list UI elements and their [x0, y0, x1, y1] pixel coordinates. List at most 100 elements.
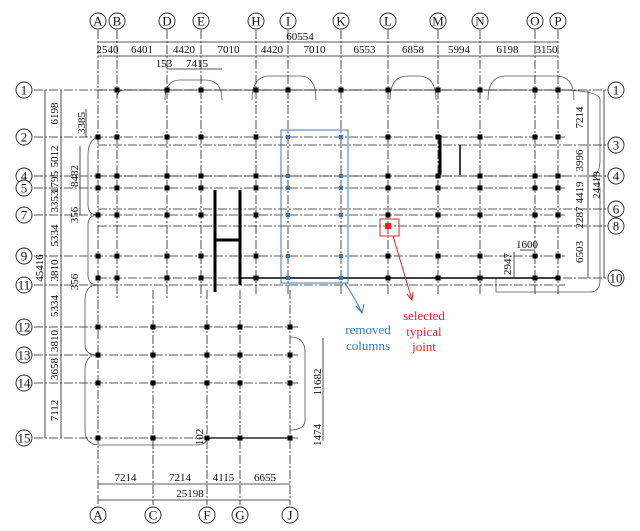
- column: [532, 212, 538, 218]
- top-segment-dim: 2540: [97, 44, 120, 56]
- column: [477, 212, 483, 218]
- column: [150, 352, 156, 358]
- selected-joint-label-3: joint: [411, 339, 436, 354]
- column: [237, 380, 243, 386]
- axis-bubble-top-P-label: P: [554, 14, 561, 29]
- column: [435, 134, 441, 140]
- removed-column: [286, 254, 290, 258]
- column: [204, 352, 210, 358]
- column: [150, 435, 156, 441]
- top-total-dim: 60554: [286, 31, 314, 43]
- axis-bubble-left-4-label: 4: [21, 169, 28, 184]
- column: [164, 253, 170, 259]
- top-segment-dim: 5994: [448, 44, 471, 56]
- axis-bubble-bottom-G-label: G: [235, 508, 244, 523]
- axis-bubble-right-4: 4: [607, 167, 625, 185]
- removed-column: [339, 276, 343, 280]
- axis-bubble-top-L-label: L: [384, 14, 392, 29]
- axis-bubble-top-O: O: [526, 12, 544, 30]
- axis-bubble-bottom-J-circle: [281, 506, 299, 524]
- column: [114, 134, 120, 140]
- removed-columns-label-2: columns: [346, 338, 390, 353]
- top-segment-dim: 7010: [218, 44, 241, 56]
- removed-columns-annotation: removed columns: [280, 129, 391, 353]
- right-segment-dim: 4419: [574, 181, 586, 204]
- column: [95, 212, 101, 218]
- column: [198, 87, 204, 93]
- column: [385, 185, 391, 191]
- column: [555, 275, 561, 281]
- axis-bubble-left-14-circle: [15, 374, 33, 392]
- axis-bubble-top-M: M: [429, 12, 447, 30]
- column: [198, 212, 204, 218]
- axis-bubble-left-15-circle: [15, 429, 33, 447]
- column: [435, 185, 441, 191]
- column: [253, 87, 259, 93]
- axis-bubble-bottom-C-circle: [144, 506, 162, 524]
- bottom-segment-dim: 7214: [169, 472, 192, 484]
- axis-bubble-top-I-label: I: [286, 14, 290, 29]
- axis-bubble-left-2: 2: [15, 128, 33, 146]
- column: [253, 134, 259, 140]
- bottom-segment-dim: 7214: [115, 472, 138, 484]
- column: [253, 185, 259, 191]
- column: [385, 173, 391, 179]
- column: [555, 212, 561, 218]
- left-inner-dim: 356: [69, 273, 81, 290]
- right-inner-dim: 1600: [516, 239, 539, 251]
- right-segment-dim: 3996: [574, 149, 586, 172]
- removed-column: [339, 213, 343, 217]
- removed-column: [286, 186, 290, 190]
- axis-bubble-top-L: L: [379, 12, 397, 30]
- selected-joint-label-1: selected: [403, 308, 445, 323]
- column: [114, 173, 120, 179]
- column: [164, 275, 170, 281]
- axis-bubble-top-N-label: N: [475, 14, 485, 29]
- left-inner-dim: 356: [69, 206, 81, 223]
- top-segment-dim: 6553: [354, 44, 377, 56]
- column: [198, 253, 204, 259]
- axis-bubble-left-12: 12: [15, 318, 33, 336]
- lower-mid-dim: 102: [194, 429, 206, 446]
- left-segment-dim: 6198: [49, 102, 61, 125]
- axis-bubble-right-4-circle: [607, 167, 625, 185]
- column: [477, 253, 483, 259]
- column: [150, 380, 156, 386]
- top-segment-dim: 7010: [304, 44, 327, 56]
- left-segment-dim: 7112: [49, 400, 61, 422]
- axis-bubble-top-B-circle: [108, 12, 126, 30]
- right-segment-dim: 6503: [574, 241, 586, 264]
- column: [532, 173, 538, 179]
- column: [253, 212, 259, 218]
- removed-column: [286, 213, 290, 217]
- removed-column: [339, 135, 343, 139]
- lower-right-dim: 11682: [312, 368, 324, 395]
- axis-bubble-left-14-label: 14: [18, 376, 32, 391]
- axis-bubble-bottom-C: C: [144, 506, 162, 524]
- axis-bubble-top-P: P: [549, 12, 567, 30]
- axis-bubble-left-11-label: 11: [18, 278, 31, 293]
- left-segment-dim: 3658: [49, 358, 61, 381]
- axis-bubble-bottom-G: G: [231, 506, 249, 524]
- axis-bubble-top-A-circle: [89, 12, 107, 30]
- column: [114, 185, 120, 191]
- axis-bubble-top-A: A: [89, 12, 107, 30]
- axis-bubble-right-3-circle: [607, 136, 625, 154]
- axis-bubble-left-1: 1: [15, 81, 33, 99]
- axis-bubble-top-N: N: [471, 12, 489, 30]
- column: [164, 212, 170, 218]
- axis-bubble-right-10-label: 10: [610, 271, 623, 286]
- column: [198, 185, 204, 191]
- column: [477, 185, 483, 191]
- axis-bubble-top-I: I: [279, 12, 297, 30]
- axis-bubble-top-N-circle: [471, 12, 489, 30]
- axis-bubble-right-6: 6: [607, 200, 625, 218]
- column: [95, 275, 101, 281]
- removed-column: [339, 254, 343, 258]
- column: [95, 134, 101, 140]
- axis-bubble-right-8-circle: [607, 217, 625, 235]
- axis-bubble-right-10: 10: [607, 269, 625, 287]
- axis-bubble-right-1-label: 1: [613, 83, 620, 98]
- column: [114, 87, 120, 93]
